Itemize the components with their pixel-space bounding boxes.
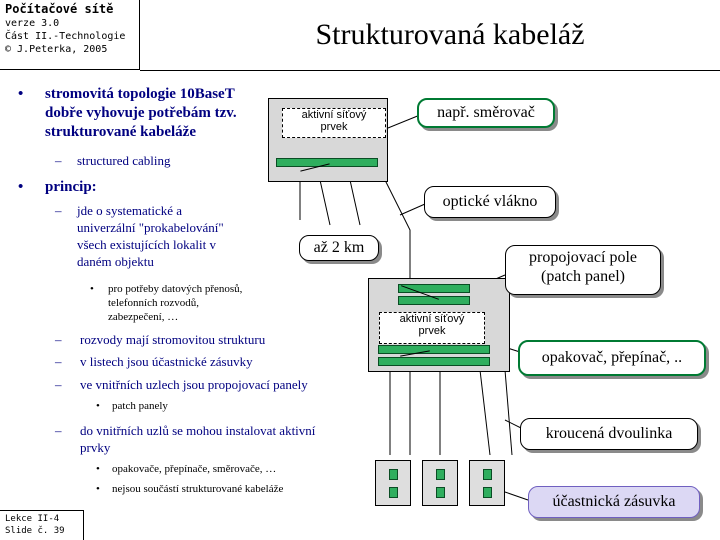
- callout-user-socket: účastnická zásuvka: [528, 486, 700, 518]
- callout-patch-panel: propojovací pole (patch panel): [505, 245, 661, 295]
- sub-sub-purposes: pro potřeby datových přenosů, telefonníc…: [108, 283, 243, 323]
- sub-sub-bullet: •: [96, 400, 100, 412]
- mid-patch-panel-1: [398, 284, 470, 293]
- sub-dash: –: [55, 377, 62, 392]
- sub-dash: –: [55, 354, 62, 369]
- mid-switch-bar-2: [378, 357, 490, 366]
- active-element-label-2: aktivní síťový prvek: [379, 312, 485, 344]
- sub-systematic: jde o systematické a univerzální "prokab…: [77, 203, 224, 269]
- bullet-marker: •: [18, 179, 24, 195]
- bullet-topology: stromovitá topologie 10BaseT dobře vyhov…: [45, 86, 237, 140]
- sub-sub-bullet: •: [96, 483, 100, 495]
- slide-number: Slide č. 39: [5, 526, 65, 536]
- lecture-label: Lekce II-4: [5, 514, 60, 524]
- slide-footer: Lekce II-4 Slide č. 39: [0, 510, 84, 540]
- sub-sub-patch-panels: patch panely: [112, 400, 168, 412]
- sub-active-elements: do vnitřních uzlů se mohou instalovat ak…: [80, 423, 316, 455]
- slide-title: Strukturovaná kabeláž: [315, 18, 585, 51]
- course-name: Počítačové sítě: [5, 2, 114, 16]
- callout-router: např. směrovač: [417, 98, 555, 128]
- sub-sub-bullet: •: [96, 463, 100, 475]
- sub-leaves: v listech jsou účastnické zásuvky: [80, 354, 253, 369]
- bullet-marker: •: [18, 86, 24, 102]
- callout-twisted-pair: kroucená dvoulinka: [520, 418, 698, 450]
- sub-dash: –: [55, 423, 62, 438]
- course-version: verze 3.0: [5, 18, 60, 29]
- active-element-label: aktivní síťový prvek: [282, 108, 386, 138]
- sub-sub-devices: opakovače, přepínače, směrovače, …: [112, 463, 277, 475]
- sub-dash: –: [55, 332, 62, 347]
- sub-sub-bullet: •: [90, 283, 94, 295]
- bullet-principle: princip:: [45, 179, 97, 195]
- user-socket: [375, 460, 411, 506]
- sub-sub-not-part: nejsou součástí strukturované kabeláže: [112, 483, 284, 495]
- top-patch-panel: [276, 158, 378, 167]
- title-divider: [140, 70, 720, 71]
- callout-fiber: optické vlákno: [424, 186, 556, 218]
- sub-dash: –: [55, 153, 62, 168]
- user-socket: [469, 460, 505, 506]
- user-socket: [422, 460, 458, 506]
- course-info-box: Počítačové sítě verze 3.0 Část II.-Techn…: [0, 0, 140, 70]
- sub-tree-structure: rozvody mají stromovitou strukturu: [80, 332, 266, 347]
- sub-dash: –: [55, 203, 62, 218]
- course-part: Část II.-Technologie: [5, 31, 126, 42]
- sub-inner-nodes: ve vnitřních uzlech jsou propojovací pan…: [80, 377, 308, 392]
- callout-distance: až 2 km: [299, 235, 379, 261]
- sub-structured-cabling: structured cabling: [77, 153, 171, 168]
- mid-switch-bar-1: [378, 345, 490, 354]
- callout-switch: opakovač, přepínač, ..: [518, 340, 706, 376]
- course-copyright: © J.Peterka, 2005: [5, 44, 108, 55]
